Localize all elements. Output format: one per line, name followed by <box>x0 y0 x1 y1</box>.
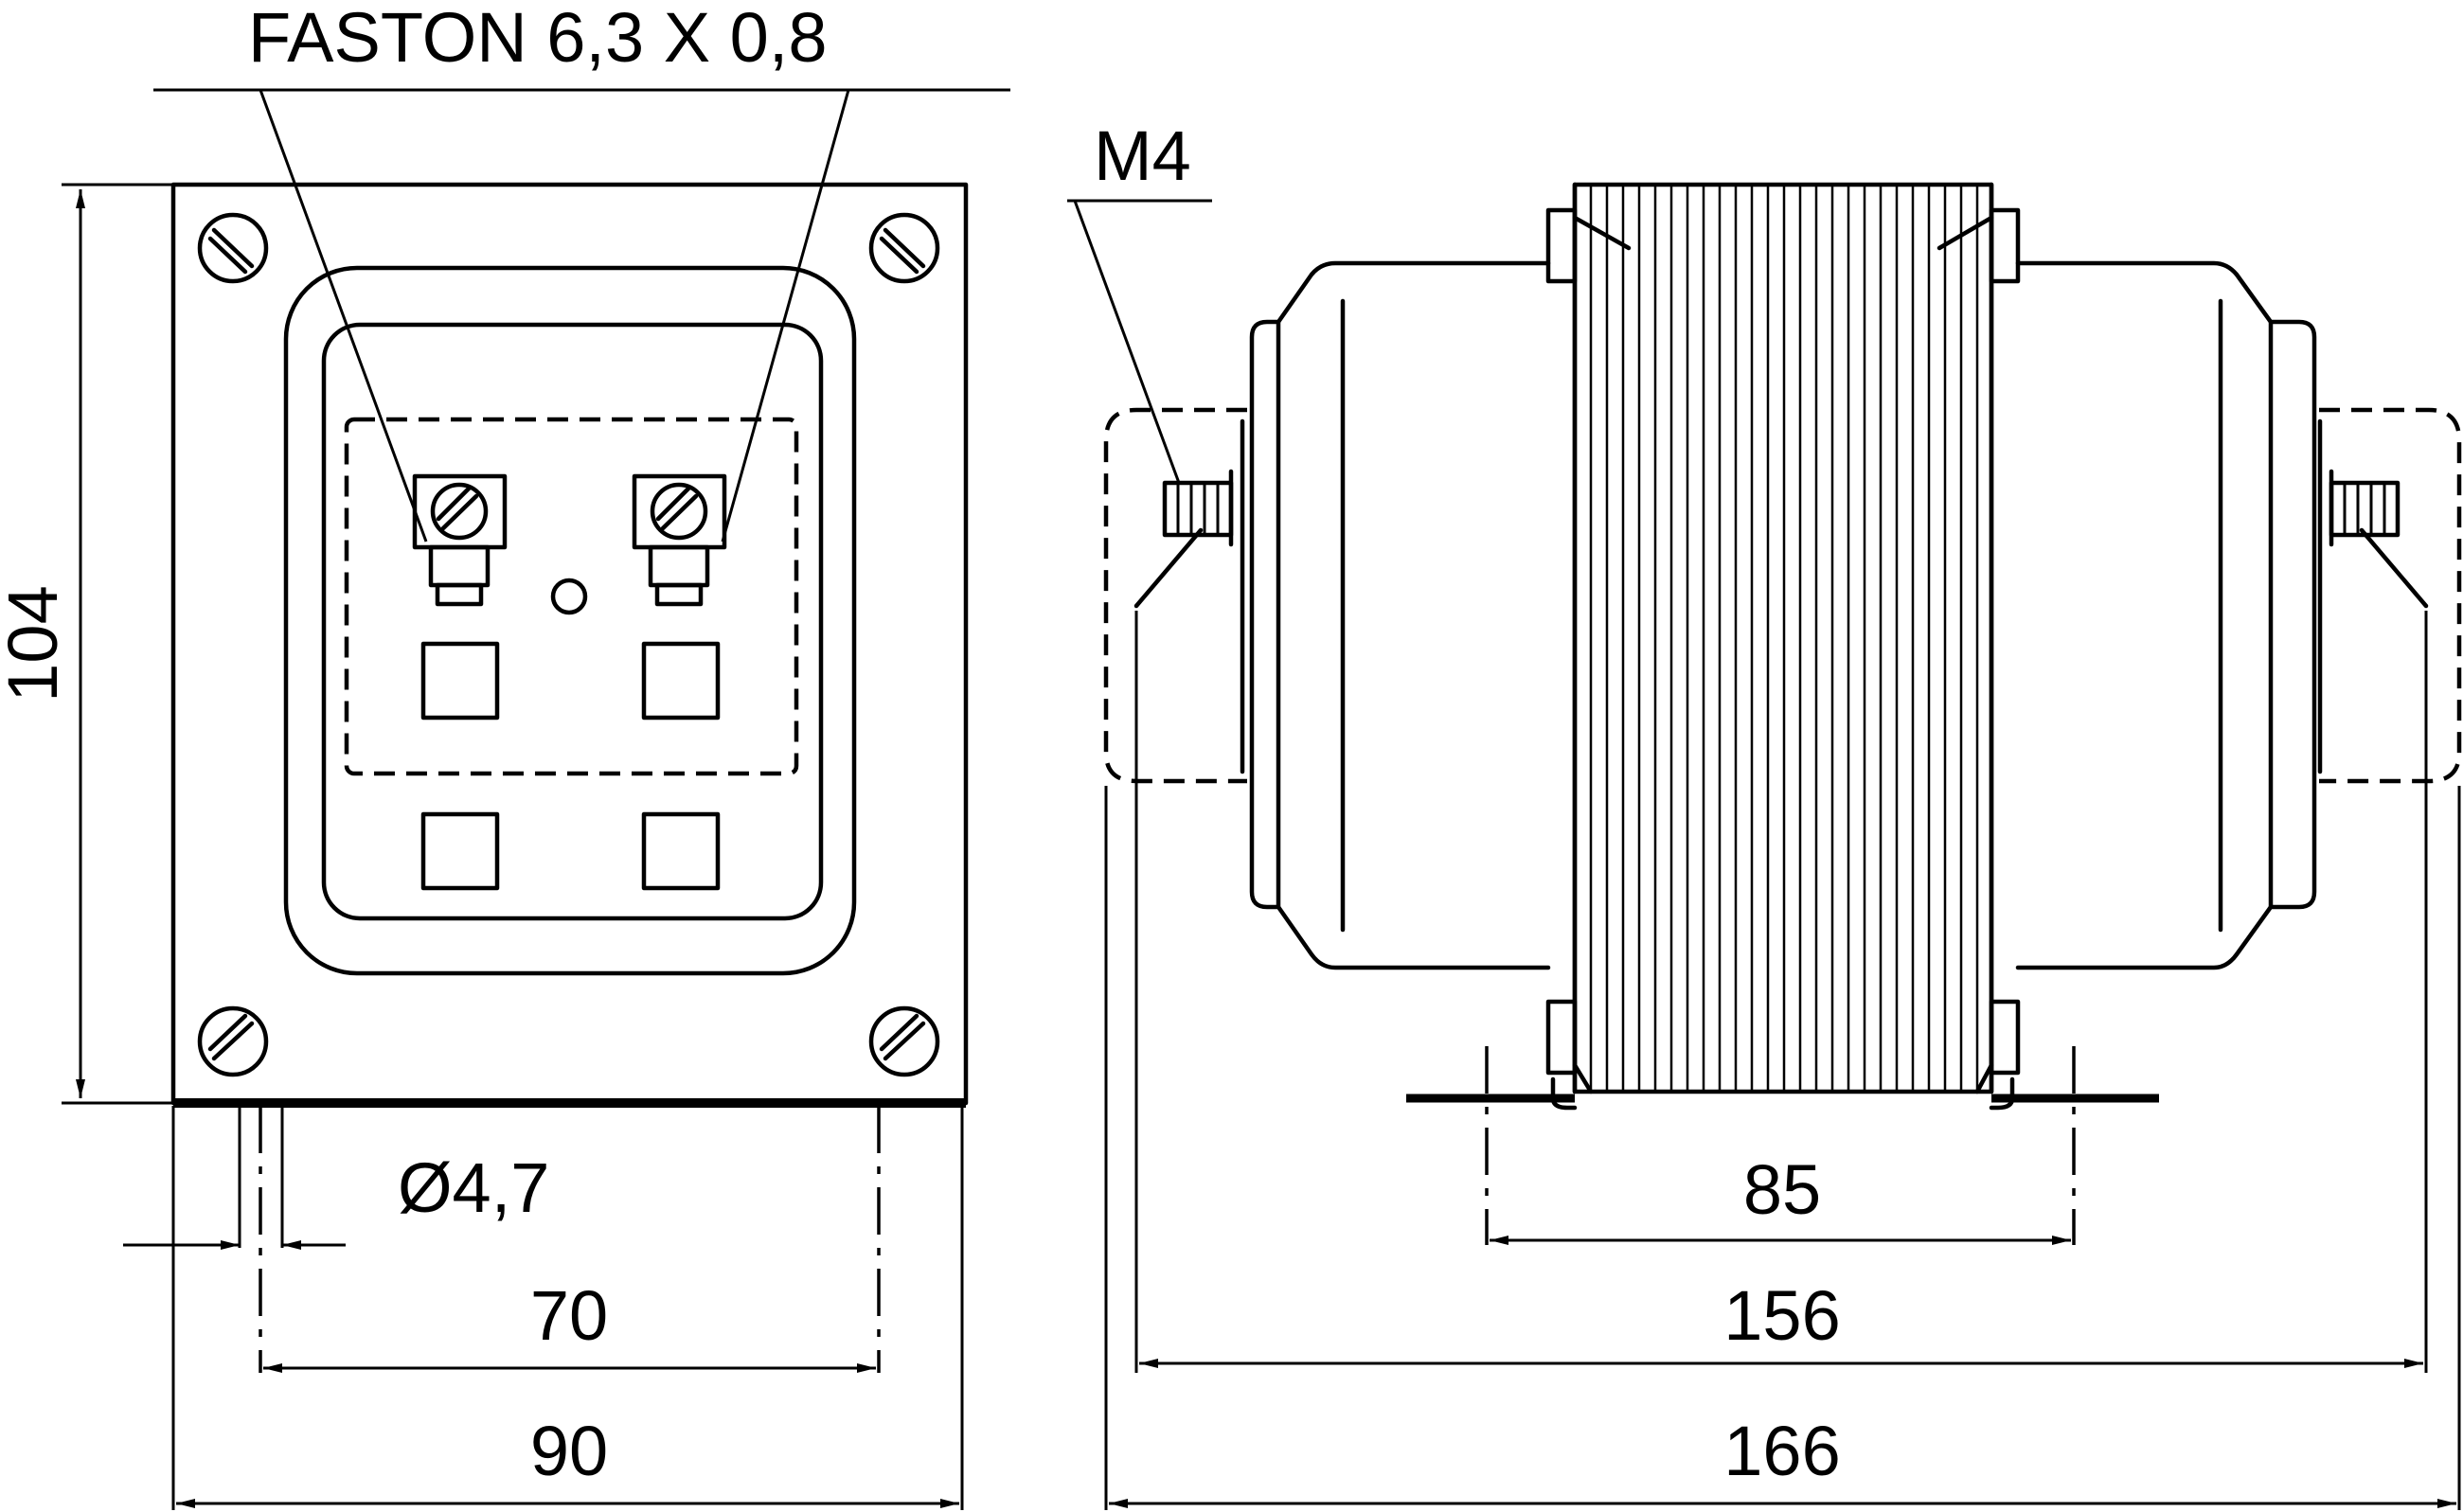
side-view: M4 85 156 166 <box>1067 116 2462 1510</box>
corner-screw-bottom-left <box>197 1005 269 1077</box>
dim-166-label: 166 <box>1723 1412 1840 1490</box>
front-view: FASTON 6,3 X 0,8 104 Ø4,7 70 90 <box>0 0 1010 1510</box>
corner-screw-bottom-right <box>868 1005 940 1077</box>
m4-leader <box>1067 199 1212 484</box>
pad-4 <box>641 811 721 891</box>
m4-stud-left <box>1133 418 1245 774</box>
coil-left <box>1249 260 1551 970</box>
dim-90-label: 90 <box>530 1412 608 1490</box>
center-pin <box>550 578 588 615</box>
pad-3 <box>420 811 500 891</box>
front-inner-frame <box>321 322 824 921</box>
faston-leader <box>153 88 1010 543</box>
pad-1 <box>420 641 500 720</box>
end-cover-left-dashed <box>1103 407 1247 784</box>
faston-terminal-right <box>632 473 727 607</box>
terminal-area-dashed <box>344 417 799 776</box>
height-label: 104 <box>0 585 72 702</box>
dim-70-label: 70 <box>530 1276 608 1355</box>
hole-diameter-label: Ø4,7 <box>398 1148 549 1227</box>
end-cover-right-dashed <box>2319 407 2462 784</box>
base-foot-right <box>1989 1076 2159 1111</box>
dim-85-label: 85 <box>1743 1150 1821 1229</box>
dim-156-label: 156 <box>1723 1276 1840 1355</box>
m4-label: M4 <box>1094 116 1191 195</box>
coil-right <box>2015 260 2317 970</box>
mounting-hole-lines <box>171 1106 964 1510</box>
clamp-left <box>1545 182 1632 1094</box>
m4-stud-right <box>2317 418 2429 774</box>
lamination-lines <box>1589 185 1979 1092</box>
front-plate <box>170 182 969 1106</box>
height-dimension <box>62 183 173 1105</box>
pad-2 <box>641 641 721 720</box>
clamp-right <box>1936 182 2021 1094</box>
faston-label: FASTON 6,3 X 0,8 <box>248 0 827 77</box>
corner-screw-top-right <box>868 212 940 284</box>
corner-screw-top-left <box>197 212 269 284</box>
faston-terminal-left <box>412 473 508 607</box>
base-foot-left <box>1406 1076 1578 1111</box>
front-outer-frame <box>283 265 857 976</box>
